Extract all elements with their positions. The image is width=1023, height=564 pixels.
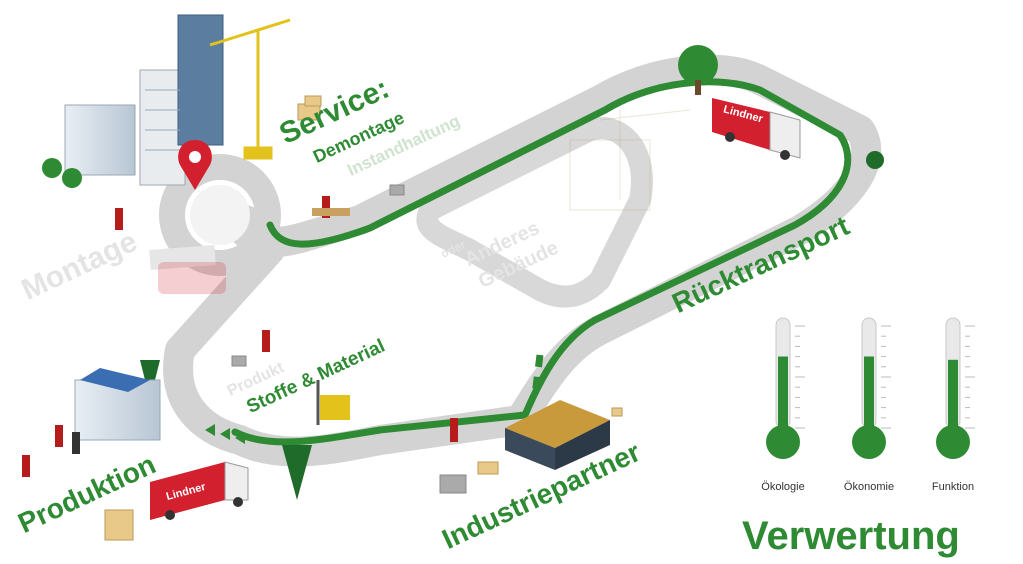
thermometer-fill bbox=[778, 356, 788, 428]
green-route bbox=[231, 78, 852, 446]
construction-site-faded bbox=[569, 109, 691, 211]
roundabout bbox=[159, 154, 281, 276]
city-buildings-icon bbox=[64, 14, 224, 186]
thermometer-icon bbox=[852, 317, 891, 459]
thermometer-group bbox=[766, 317, 975, 459]
van-faded bbox=[158, 262, 226, 294]
green-route-dashed bbox=[531, 354, 544, 396]
workbench-icon bbox=[312, 208, 350, 216]
main-road bbox=[163, 54, 882, 467]
factory-icon bbox=[74, 368, 161, 441]
boxes-icon bbox=[104, 95, 623, 541]
worker-figures-icon bbox=[22, 196, 458, 477]
thermometer-label-oekologie: Ökologie bbox=[761, 481, 805, 493]
forklift-icon bbox=[316, 380, 350, 425]
thermometer-label-oekonomie: Ökonomie bbox=[843, 481, 895, 493]
industrial-building-icon bbox=[505, 400, 610, 470]
thermometer-fill bbox=[948, 359, 958, 428]
thermometer-fill bbox=[864, 356, 874, 428]
thermometer-icon bbox=[766, 317, 805, 459]
inner-road bbox=[416, 117, 653, 308]
truck-top-icon bbox=[712, 98, 801, 160]
thermometer-icon bbox=[936, 317, 975, 459]
location-pin-icon bbox=[178, 140, 212, 190]
thermometer-label-funktion: Funktion bbox=[931, 481, 975, 493]
truck-bottom-icon bbox=[150, 461, 249, 520]
chevron-arrows-icon bbox=[205, 424, 245, 444]
concrete-blocks-icon bbox=[231, 184, 467, 494]
crane-icon bbox=[209, 18, 291, 160]
label-verwertung: Verwertung bbox=[742, 514, 960, 558]
